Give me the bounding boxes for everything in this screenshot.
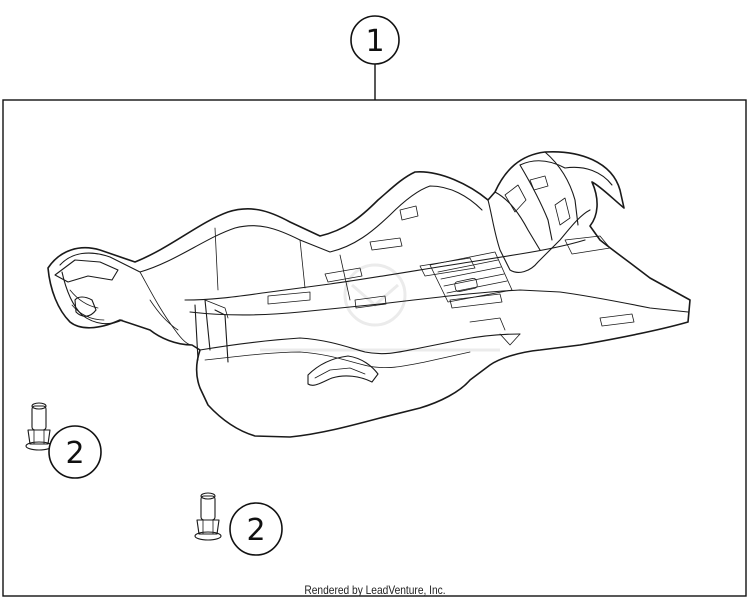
watermark-logo — [260, 263, 500, 352]
bolt-bottom[interactable] — [194, 492, 222, 541]
warning-label — [429, 251, 513, 303]
callout-2-left[interactable]: 2 — [48, 425, 102, 479]
callout-1[interactable]: 1 — [350, 15, 400, 65]
callout-2-left-number: 2 — [65, 436, 84, 471]
callout-2-bottom[interactable]: 2 — [229, 502, 283, 556]
render-credit: Rendered by LeadVenture, Inc. — [304, 583, 446, 597]
callout-1-number: 1 — [365, 24, 384, 59]
bolt-left[interactable] — [25, 402, 53, 451]
skid-plate[interactable] — [47, 151, 691, 438]
callout-2-bottom-number: 2 — [246, 513, 265, 548]
diagram-frame — [2, 99, 747, 597]
